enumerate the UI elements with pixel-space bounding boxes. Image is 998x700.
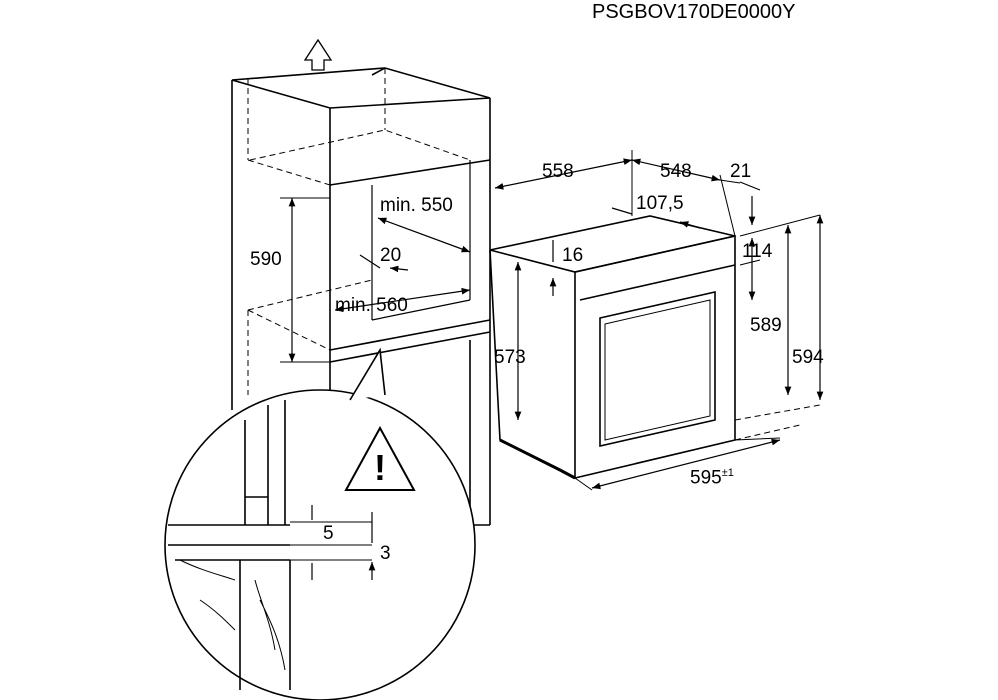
dim-niche-width: min. 550: [380, 195, 453, 216]
dim-inner-height: 589: [750, 315, 782, 336]
dim-front-width: 595±1: [690, 467, 734, 489]
dim-niche-height: 590: [250, 249, 282, 270]
dim-detail-gap-a: 5: [323, 523, 334, 544]
dim-detail-gap-b: 3: [380, 543, 391, 564]
dim-body-depth: 548: [660, 161, 692, 182]
detail-magnifier: !: [164, 347, 476, 700]
model-code: PSGBOV170DE0000Y: [592, 1, 796, 23]
dim-total-depth: 558: [542, 161, 574, 182]
dim-front-height: 594: [792, 347, 824, 368]
dim-niche-depth: min. 560: [335, 295, 408, 316]
dim-vent-gap: 20: [380, 245, 402, 266]
svg-text:!: !: [374, 447, 386, 488]
dim-control-panel: 114: [742, 241, 773, 262]
dim-front-thickness: 21: [730, 161, 752, 182]
cabinet: [231, 38, 491, 526]
front-width-value: 595: [690, 467, 722, 489]
oven: [489, 150, 824, 491]
dim-top-offset: 16: [562, 245, 584, 266]
up-arrow-icon: [303, 38, 333, 71]
dim-body-height: 573: [494, 347, 526, 368]
dim-panel-offset: 107,5: [636, 193, 684, 214]
front-width-tolerance: ±1: [721, 467, 734, 479]
warning-icon: [344, 425, 416, 491]
